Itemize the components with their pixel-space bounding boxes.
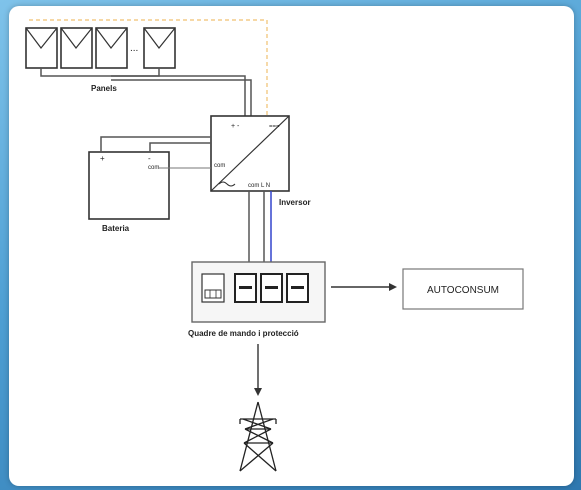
inverter-icon: + - === com com L N bbox=[210, 115, 290, 192]
switchboard-panel bbox=[191, 261, 326, 323]
circuit-breaker-icon bbox=[260, 273, 283, 303]
autoconsum-label: AUTOCONSUM bbox=[427, 285, 499, 296]
inverter-output-terminals: com L N bbox=[248, 183, 270, 189]
panel-dc-wire-neg bbox=[111, 79, 252, 124]
battery-wire-neg bbox=[149, 142, 211, 152]
pv-system-diagram: ... Panels + - === com com L N Inversor … bbox=[25, 19, 524, 472]
grid-arrowhead bbox=[254, 388, 262, 396]
slide-canvas: ... Panels + - === com com L N Inversor … bbox=[9, 6, 574, 486]
solar-panel-icon bbox=[143, 27, 176, 69]
panel-dc-wire-pos bbox=[111, 75, 246, 124]
inverter-label: Inversor bbox=[279, 198, 311, 207]
solar-panel-array: ... bbox=[25, 27, 176, 69]
inverter-com-label: com bbox=[214, 163, 225, 169]
panel-gap-dots: ... bbox=[130, 43, 138, 54]
svg-text:-: - bbox=[148, 154, 151, 163]
solar-panel-icon bbox=[60, 27, 93, 69]
circuit-breaker-icon bbox=[286, 273, 309, 303]
inverter-dc-terminals: + - bbox=[231, 123, 240, 130]
panel-string-wire bbox=[40, 68, 160, 77]
battery-terminal-pos: + bbox=[100, 154, 105, 163]
switchboard-label: Quadre de mando i protecció bbox=[188, 329, 299, 338]
autoconsum-arrowhead bbox=[389, 283, 397, 291]
solar-panel-icon bbox=[95, 27, 128, 69]
svg-text:===: === bbox=[269, 124, 280, 130]
autoconsum-box bbox=[402, 268, 524, 310]
battery-com-label: com bbox=[148, 165, 159, 171]
battery-label: Bateria bbox=[102, 224, 130, 233]
panels-label: Panels bbox=[91, 84, 117, 93]
battery-wire-pos bbox=[100, 136, 211, 152]
dashed-earth-line bbox=[29, 19, 268, 124]
pylon-icon bbox=[239, 401, 277, 472]
solar-panel-icon bbox=[25, 27, 58, 69]
battery-icon: + - com bbox=[88, 151, 170, 220]
energy-meter-icon bbox=[201, 273, 225, 303]
circuit-breaker-icon bbox=[234, 273, 257, 303]
